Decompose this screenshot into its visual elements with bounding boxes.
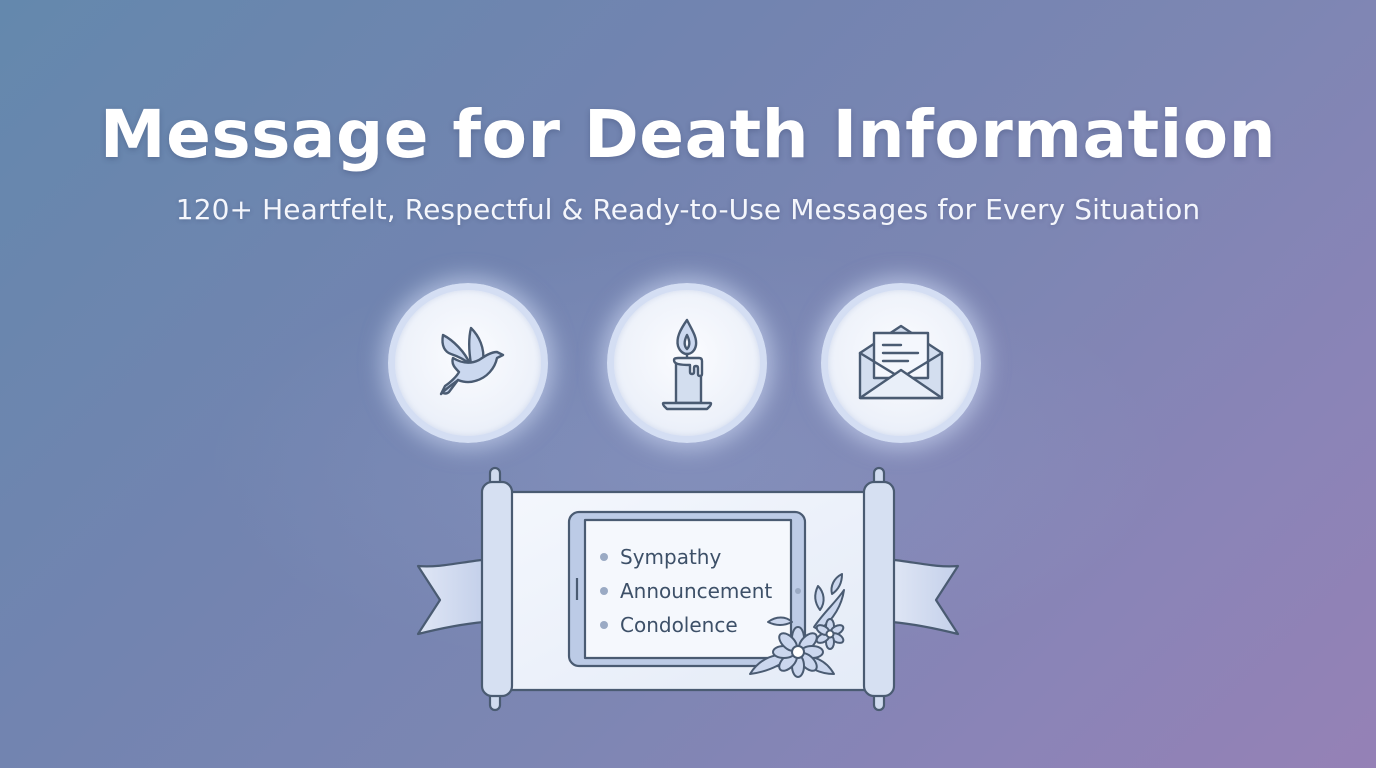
list-item-announcement: Announcement <box>600 574 772 608</box>
dove-icon <box>439 326 505 396</box>
envelope-badge <box>821 283 981 443</box>
list-item-label: Condolence <box>620 613 738 637</box>
bullet-icon <box>600 621 608 629</box>
scroll-banner <box>414 462 962 714</box>
candle-badge <box>607 283 767 443</box>
list-item-sympathy: Sympathy <box>600 540 772 574</box>
candle-icon <box>661 318 713 411</box>
page-title: Message for Death Information <box>99 96 1277 173</box>
envelope-icon <box>858 324 944 400</box>
dove-badge <box>388 283 548 443</box>
flower-icon <box>749 573 845 678</box>
bullet-icon <box>600 587 608 595</box>
page-subtitle: 120+ Heartfelt, Respectful & Ready-to-Us… <box>175 193 1201 226</box>
message-type-list: Sympathy Announcement Condolence <box>600 540 772 642</box>
list-item-label: Sympathy <box>620 545 722 569</box>
bullet-icon <box>600 553 608 561</box>
list-item-condolence: Condolence <box>600 608 772 642</box>
list-item-label: Announcement <box>620 579 773 603</box>
